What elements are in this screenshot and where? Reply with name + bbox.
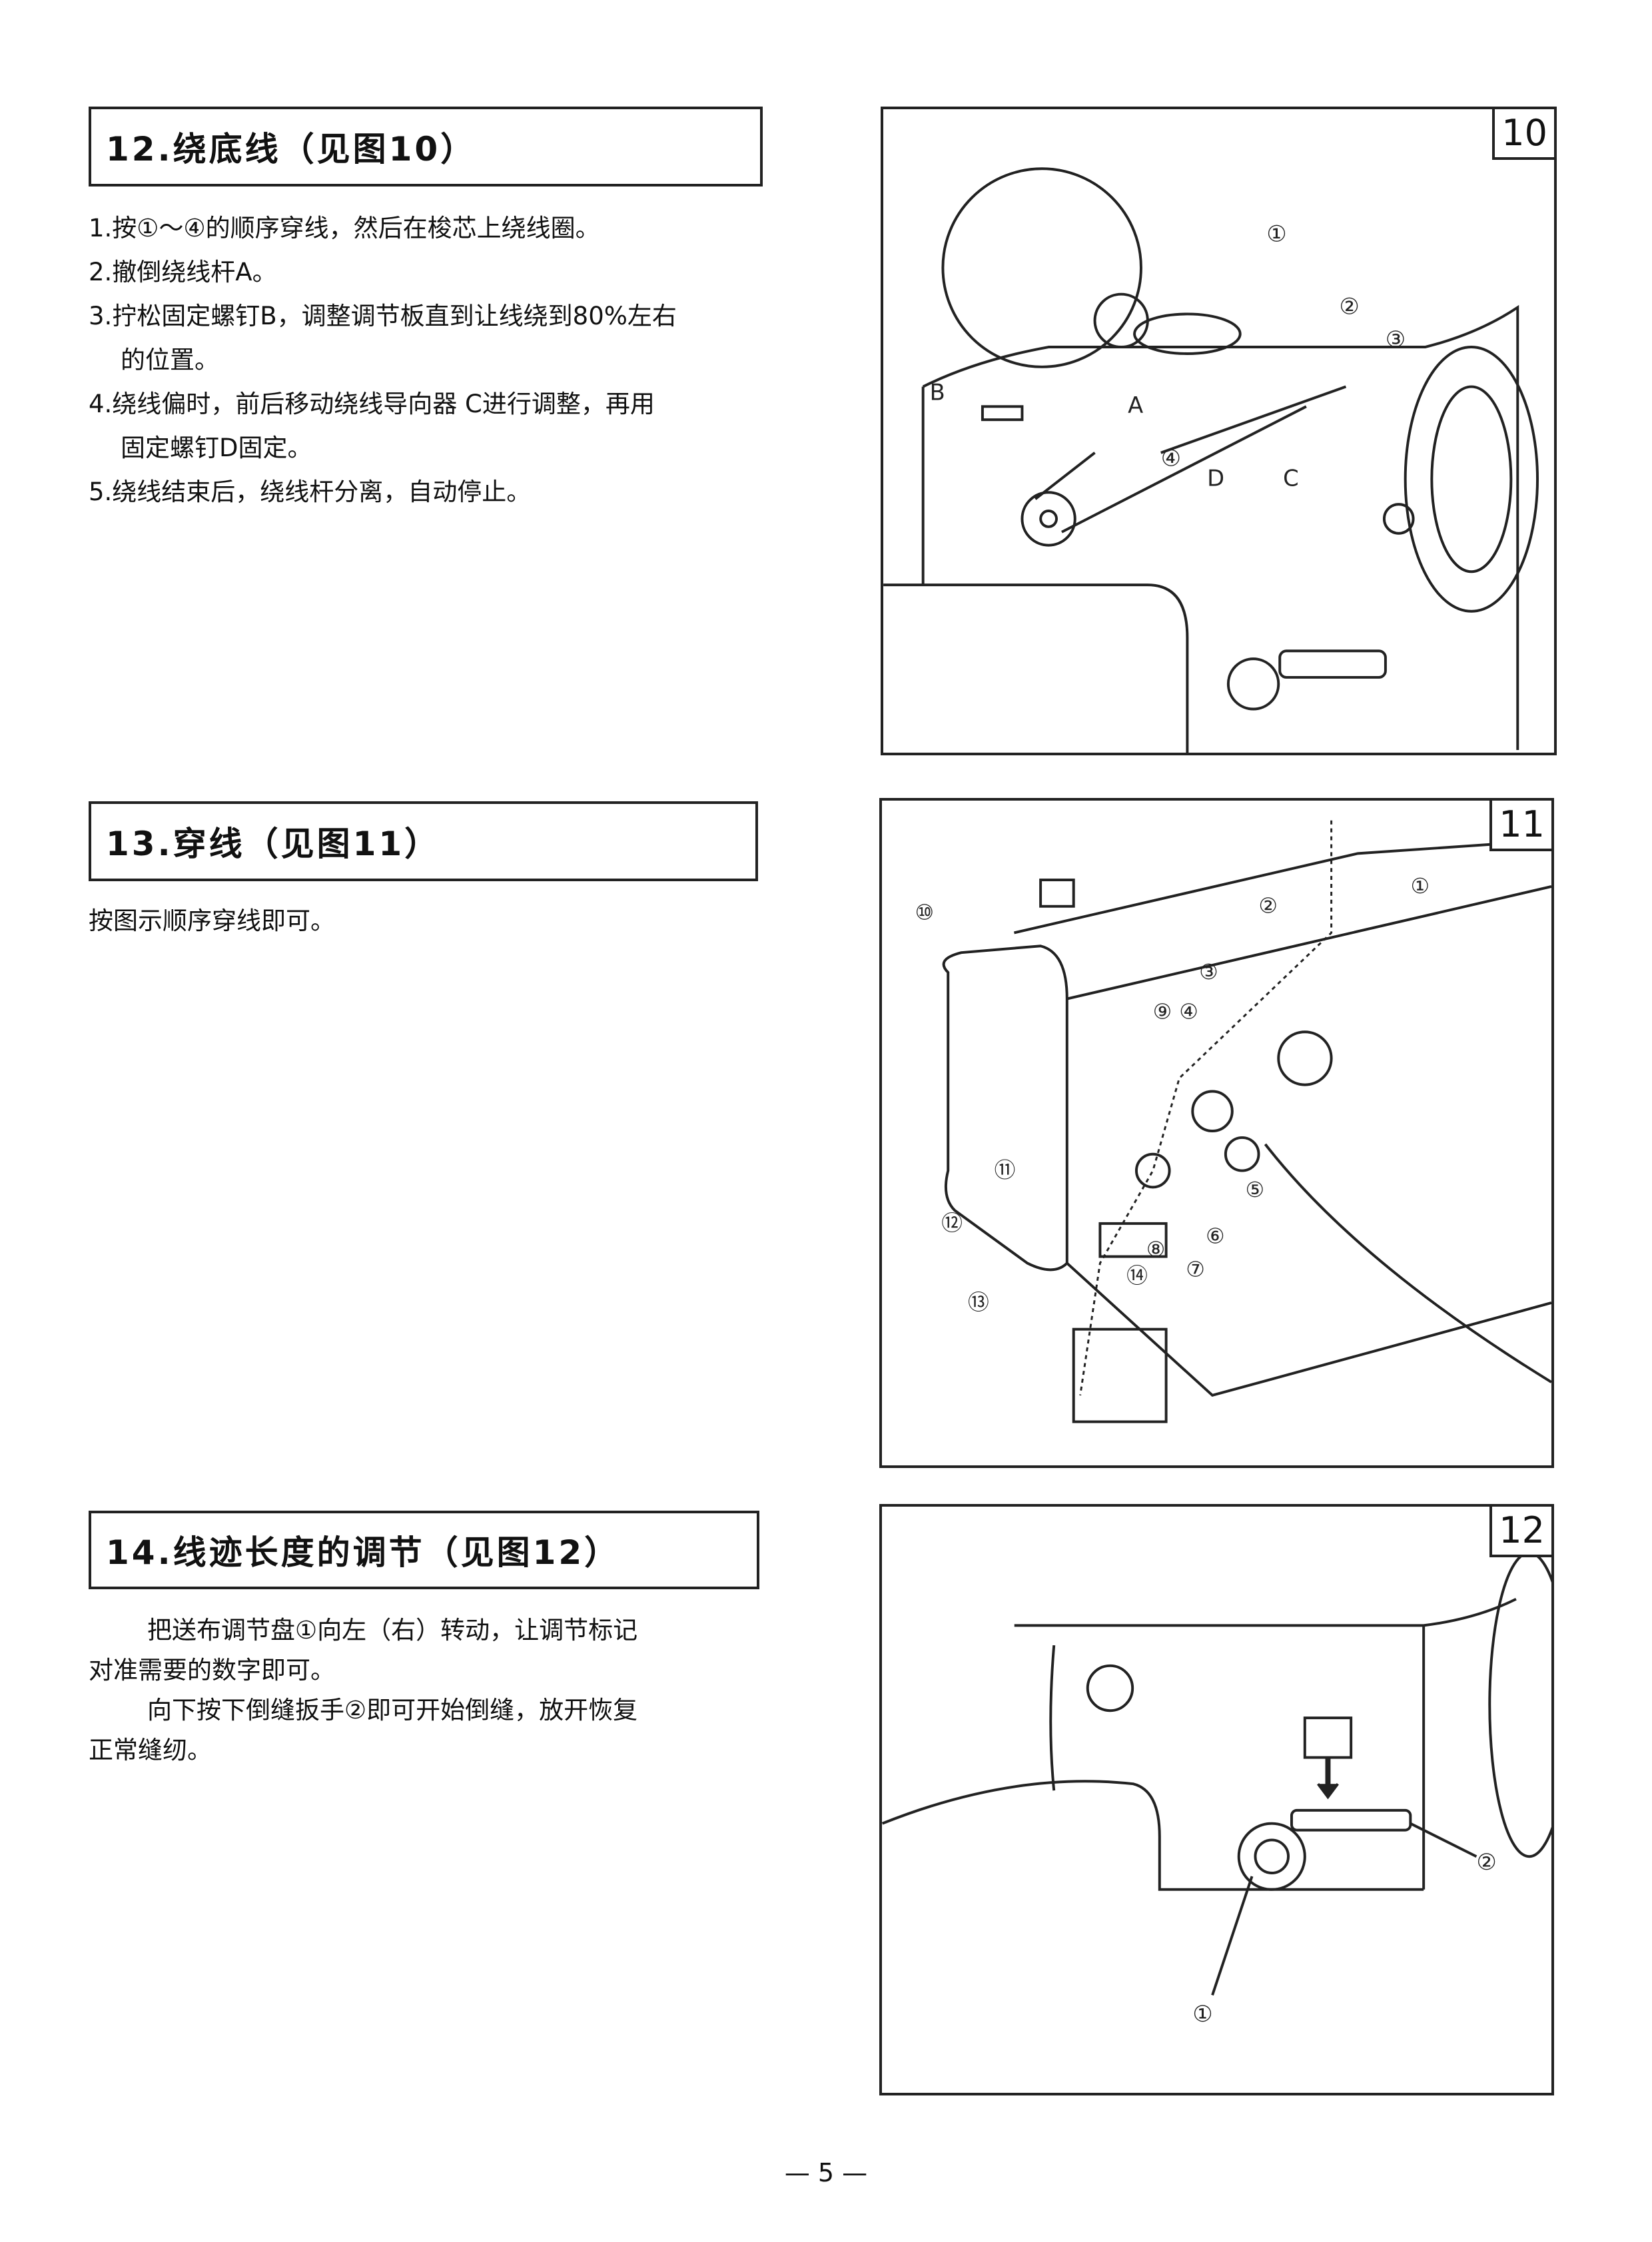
step-1: 1.按①～④的顺序穿线，然后在梭芯上绕线圈。 <box>89 214 600 242</box>
section-13-body: 按图示顺序穿线即可。 <box>89 899 768 943</box>
callout-2: ② <box>1258 895 1277 919</box>
callout-14: ⑭ <box>1126 1264 1148 1288</box>
figure-12: ① ② 12 <box>879 1504 1554 2095</box>
stitch-para-1: 把送布调节盘①向左（右）转动，让调节标记 <box>147 1616 638 1645</box>
figure-number: 12 <box>1489 1507 1551 1557</box>
callout-7: ⑦ <box>1186 1258 1204 1282</box>
section-14-title: 14.线迹长度的调节（见图12） <box>106 1533 621 1572</box>
threading-instruction: 按图示顺序穿线即可。 <box>89 907 335 935</box>
callout-2: ② <box>1476 1849 1496 1875</box>
step-5: 5.绕线结束后，绕线杆分离，自动停止。 <box>89 478 532 506</box>
step-4-cont: 固定螺钉D固定。 <box>121 434 312 462</box>
callout-2: ② <box>1340 293 1360 319</box>
label-B: B <box>930 379 945 405</box>
callout-1: ① <box>1411 875 1430 899</box>
section-12-title: 12.绕底线（见图10） <box>106 130 477 169</box>
callout-4: ④ <box>1161 446 1181 472</box>
figure-11: ① ② ③ ④ ⑤ ⑥ ⑦ ⑧ ⑨ ⑩ ⑪ ⑫ ⑬ ⑭ 11 <box>879 798 1554 1468</box>
page-number-value: 5 <box>817 2158 835 2187</box>
section-14-body: 把送布调节盘①向左（右）转动，让调节标记 对准需要的数字即可。 向下按下倒缝扳手… <box>89 1611 755 1770</box>
callout-5: ⑤ <box>1246 1178 1264 1202</box>
section-13-title: 13.穿线（见图11） <box>106 825 441 863</box>
callout-3: ③ <box>1199 960 1218 984</box>
label-C: C <box>1283 465 1299 491</box>
label-D: D <box>1207 465 1224 491</box>
threading-illustration: ① ② ③ ④ ⑤ ⑥ ⑦ ⑧ ⑨ ⑩ ⑪ ⑫ ⑬ ⑭ <box>915 820 1551 1423</box>
stitch-para-2-cont: 正常缝纫。 <box>89 1736 212 1764</box>
step-3-cont: 的位置。 <box>121 346 219 374</box>
figure-number: 10 <box>1492 109 1554 160</box>
label-A: A <box>1128 392 1143 418</box>
step-4: 4.绕线偏时，前后移动绕线导向器 C进行调整，再用 <box>89 390 655 418</box>
bobbin-winder-illustration: ① ② ③ ④ A B C D <box>883 167 1539 753</box>
callout-8: ⑧ <box>1146 1238 1165 1262</box>
figure-number: 11 <box>1489 801 1551 851</box>
stitch-para-2: 向下按下倒缝扳手②即可开始倒缝，放开恢复 <box>147 1696 638 1724</box>
callout-1: ① <box>1192 2001 1212 2027</box>
callout-1: ① <box>1266 220 1286 246</box>
callout-9: ⑨ <box>1153 1000 1172 1024</box>
section-13-heading: 13.穿线（见图11） <box>89 801 758 881</box>
figure-10: ① ② ③ ④ A B C D 10 <box>881 107 1557 755</box>
step-2: 2.撤倒绕线杆A。 <box>89 258 277 286</box>
callout-3: ③ <box>1386 326 1406 352</box>
callout-11: ⑪ <box>995 1158 1016 1182</box>
page-number: — 5 — <box>784 2158 868 2187</box>
step-3: 3.拧松固定螺钉B，调整调节板直到让线绕到80%左右 <box>89 302 677 330</box>
callout-10: ⑩ <box>915 901 934 925</box>
callout-6: ⑥ <box>1206 1225 1224 1249</box>
section-14-heading: 14.线迹长度的调节（见图12） <box>89 1511 759 1589</box>
section-12-heading: 12.绕底线（见图10） <box>89 107 763 187</box>
section-12-body: 1.按①～④的顺序穿线，然后在梭芯上绕线圈。 2.撤倒绕线杆A。 3.拧松固定螺… <box>89 206 768 514</box>
callout-13: ⑬ <box>968 1291 989 1315</box>
stitch-length-illustration: ① ② <box>882 1551 1551 2027</box>
callout-12: ⑫ <box>941 1212 963 1236</box>
stitch-para-1-cont: 对准需要的数字即可。 <box>89 1656 335 1684</box>
callout-4: ④ <box>1179 1000 1198 1024</box>
